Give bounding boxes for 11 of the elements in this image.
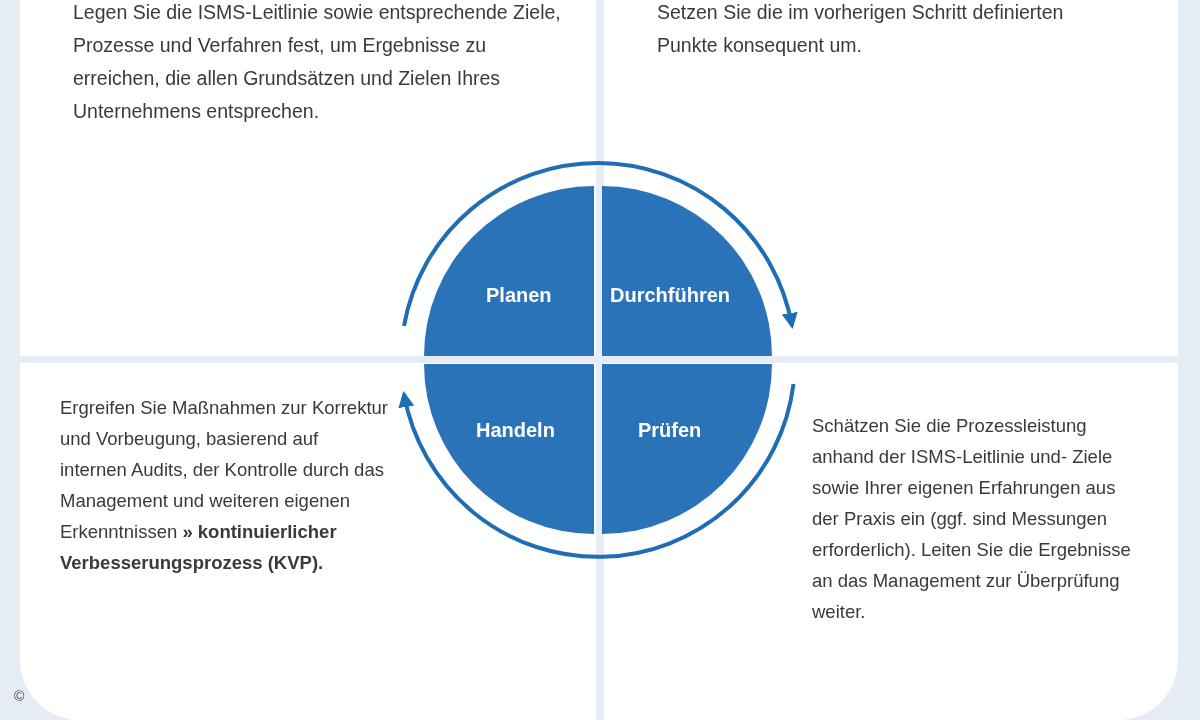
copyright-mark: © [14,688,25,704]
description-text: Setzen Sie die im vorherigen Schritt definierten Punkte konsequent um. [657,0,1077,62]
cycle-arrow [399,383,796,559]
phase-label: Handeln [476,419,555,442]
description-text: Legen Sie die ISMS-Leitlinie sowie entsprechende Ziele, Prozesse und Verfahren fest, um Ergebnisse zu erreichen, die allen Grundsätzen und Zielen Ihres Unternehmens entsprechen. [73,0,563,128]
phase-label: Planen [486,284,552,307]
description-text: Schätzen Sie die Prozessleistung anhand der ISMS-Leitlinie und- Ziele sowie Ihrer eigenen Erfahrungen aus der Praxis ein (ggf. sind Messungen erforderlich). Leiten Sie die Ergebnisse an das Management zur Überprüfung weiter. [812,410,1142,627]
description-text: Ergreifen Sie Maßnahmen zur Korrektur und Vorbeugung, basierend auf internen Audits, der Kontrolle durch das Management und weiteren eigenen Erkenntnissen » kontinuierlicher Verbesserungsprozess (KVP). [60,392,390,578]
cycle-arrow [402,161,797,329]
phase-label: Prüfen [638,419,702,442]
phase-label: Durchführen [610,284,730,307]
